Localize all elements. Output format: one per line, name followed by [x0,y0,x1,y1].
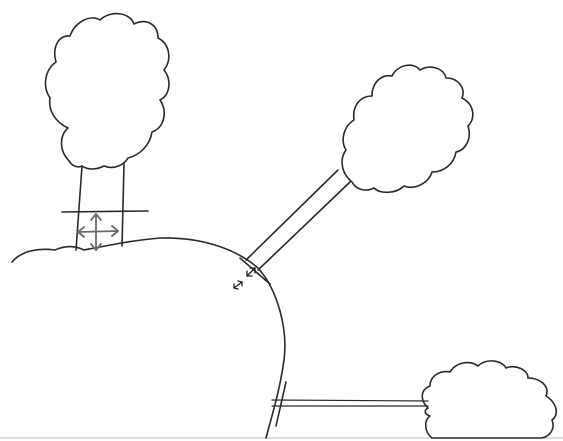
upright-tree-canopy [45,14,168,169]
upright-tree [45,14,168,250]
upright-tree-cut-line [62,211,148,212]
ground-hill [12,238,285,438]
tilted-tree-trunk [246,170,350,270]
double-arrow-diagonal-icon [234,268,255,289]
tilted-tree-canopy [342,65,473,192]
tilted-tree [234,65,473,289]
horizontal-tree-canopy [422,361,556,438]
horizontal-tree-cut-line [276,382,286,426]
double-arrow-horizontal-icon [78,226,118,237]
horizontal-tree [272,361,556,438]
horizontal-tree-trunk [272,400,428,406]
